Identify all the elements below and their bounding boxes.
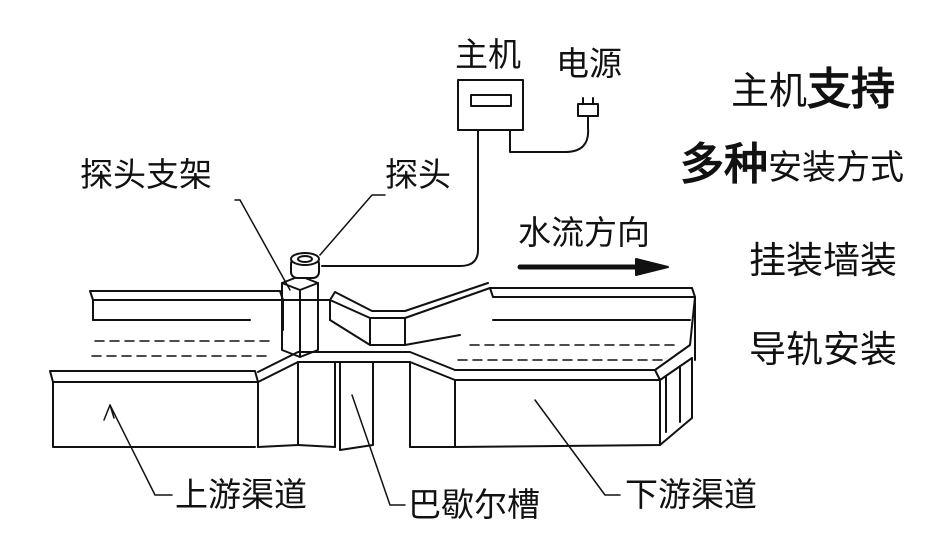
install-modes-regular: 安装方式 <box>768 148 904 188</box>
upstream-channel-shape <box>49 290 284 448</box>
probe-bracket-shape <box>281 275 319 358</box>
host-support-bold: 支持 <box>807 64 896 115</box>
flow-arrow <box>517 258 669 276</box>
host-support-regular: 主机 <box>731 69 808 113</box>
probe-label: 探头 <box>385 155 451 194</box>
parshall-flume-shape <box>257 282 491 451</box>
leader-lines <box>109 194 621 506</box>
wall-mount-option: 挂装墙装 <box>749 239 897 282</box>
install-modes-line: 多种安装方式 <box>680 143 904 187</box>
power-label: 电源 <box>556 44 622 83</box>
host-label: 主机 <box>455 35 521 74</box>
install-modes-bold: 多种 <box>680 139 768 190</box>
upstream-channel-label: 上游渠道 <box>175 475 307 514</box>
probe-bracket-label: 探头支架 <box>80 155 212 194</box>
downstream-channel-label: 下游渠道 <box>625 475 757 514</box>
downstream-channel-shape <box>454 287 696 448</box>
parshall-flume-label: 巴歇尔槽 <box>408 485 540 524</box>
host-support-line: 主机支持 <box>731 68 895 112</box>
host-unit-shape <box>321 79 599 267</box>
rail-mount-option: 导轨安装 <box>749 328 897 371</box>
flow-direction-label: 水流方向 <box>518 213 650 252</box>
probe-shape <box>290 252 320 279</box>
